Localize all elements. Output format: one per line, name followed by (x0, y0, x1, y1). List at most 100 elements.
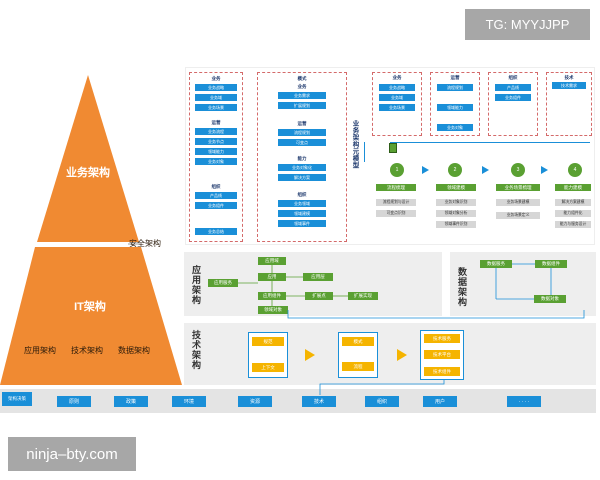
decision-item-more: · · · · (507, 396, 541, 407)
bm-col1-g2-title: 运营 (211, 120, 221, 125)
app-item-component: 应用组件 (258, 292, 286, 300)
data-item-service: 数据服务 (480, 260, 512, 268)
bm-step-arrow-2 (482, 166, 489, 174)
bm-step-green-4: 能力建模 (555, 184, 591, 191)
bm-right-g4-item: 技术需求 (552, 82, 586, 89)
bm-col2-g2-item: 流程规划 (278, 129, 326, 136)
bm-col2-g1-title: 模式 (297, 76, 307, 81)
bm-col1-g2-item: 业务节点 (195, 138, 237, 145)
decision-item-principle: 原则 (57, 396, 91, 407)
app-item-extension-impl: 扩展实现 (348, 292, 378, 300)
business-model-title: 业务架构元模型 (351, 120, 358, 169)
data-arch-connectors (495, 263, 552, 300)
bm-step-circle-1: 1 (390, 163, 404, 177)
pyramid-bottom-label-data: 数据架构 (118, 346, 150, 355)
decision-item-environment: 环境 (172, 396, 206, 407)
bm-col2-g1-item: 业务需求 (278, 92, 326, 99)
bm-col2-g4-item: 领域建模 (278, 210, 326, 217)
decision-bar (0, 389, 596, 413)
decision-item-user: 用户 (423, 396, 457, 407)
app-item-domain: 应用域 (258, 257, 286, 265)
bm-step4-detail: 解决方案建模 (555, 199, 591, 206)
bm-step2-detail: 业务对象识别 (436, 199, 476, 206)
bm-step4-detail: 能力与服务设计 (555, 221, 591, 228)
tech-item-service: 技术服务 (424, 334, 460, 343)
bm-step-green-2: 领域建模 (436, 184, 476, 191)
decision-item-resource: 资源 (238, 396, 272, 407)
data-item-component: 数据组件 (535, 260, 567, 268)
bm-col1-g2-item: 业务流程 (195, 128, 237, 135)
bm-right-g2-item: 领域能力 (437, 104, 473, 111)
bm-col1-frame (189, 72, 243, 242)
bm-col2-g2-item: 可变点 (278, 139, 326, 146)
bm-col1-g2-item: 领域能力 (195, 148, 237, 155)
bm-step-arrow-3 (541, 166, 548, 174)
bm-col1-g1-title: 业务 (211, 76, 221, 81)
pyramid-mid-label: IT架构 (74, 301, 106, 313)
bm-step-arrow-1 (422, 166, 429, 174)
bm-step-circle-3: 3 (511, 163, 525, 177)
bm-col1-g1-item: 业务场景 (195, 104, 237, 111)
bm-right-g1-item: 业务战略 (379, 84, 415, 91)
pyramid-bottom-label-app: 应用架构 (24, 346, 56, 355)
bm-step-circle-4: 4 (568, 163, 582, 177)
data-item-object: 数据对象 (534, 295, 566, 303)
decision-item-technology: 技术 (302, 396, 336, 407)
bm-col2-g4-item: 领域事件 (278, 220, 326, 227)
data-arch-panel (450, 252, 596, 316)
decision-item-policy: 政策 (114, 396, 148, 407)
bm-col1-g3-item: 业务总结 (195, 228, 237, 235)
bm-right-group-2 (430, 72, 480, 136)
bm-col2-g2-title: 运营 (297, 121, 307, 126)
tech-item-standard: 规范 (252, 337, 284, 346)
bm-col2-g4-item: 业务领域 (278, 200, 326, 207)
bm-col1-g1-item: 业务域 (195, 94, 237, 101)
cross-connector-line (287, 310, 585, 319)
pyramid-top-label: 业务架构 (66, 167, 110, 179)
app-arch-connectors (238, 265, 348, 306)
app-item-layer: 应用层 (303, 273, 333, 281)
bm-step3-detail: 业务场景定义 (496, 212, 540, 219)
watermark-bottom: ninja–bty.com (8, 437, 136, 471)
app-item-domain-object: 领域对象 (258, 306, 288, 314)
bm-right-g3-item: 产品线 (495, 84, 531, 91)
app-item-service: 应用服务 (208, 279, 238, 287)
bm-step3-detail: 业务场景建模 (496, 199, 540, 206)
tech-item-component: 技术组件 (424, 367, 460, 376)
tech-item-process: 流程 (342, 362, 374, 371)
bm-col2-g3-item: 业务对象化 (278, 164, 326, 171)
bm-col2-frame (257, 72, 347, 242)
bm-right-group-3 (488, 72, 538, 136)
app-item-extension-point: 扩展点 (305, 292, 333, 300)
cross-connector (287, 310, 585, 319)
app-item-app: 应用 (258, 273, 286, 281)
decision-item-organization: 组织 (365, 396, 399, 407)
bm-right-g1-title: 业务 (392, 75, 402, 80)
bm-step-green-3: 业务场景梳理 (496, 184, 540, 191)
tech-arrow-1 (305, 349, 315, 361)
decision-connector-line (319, 380, 445, 395)
bm-right-g2-item: 流程规划 (437, 84, 473, 91)
decision-bar-label: 架构决策 (2, 392, 32, 406)
bm-flow-node (389, 143, 397, 153)
bm-right-g3-item: 业务组件 (495, 94, 531, 101)
bm-step1-detail: 流程规划与设计 (376, 199, 416, 206)
bm-col2-g3-title: 能力 (297, 156, 307, 161)
pyramid-bottom-label-tech: 技术架构 (71, 346, 103, 355)
bm-col2-g3-item: 解决方案 (278, 174, 326, 181)
bm-col2-g4-title: 组织 (297, 192, 307, 197)
bm-right-group-1 (372, 72, 422, 136)
bm-flow-line (364, 142, 365, 162)
bm-right-g1-item: 业务场景 (379, 104, 415, 111)
pyramid-bottom-segment (0, 247, 182, 385)
app-arch-label: 应用架构 (191, 265, 201, 305)
bm-col1-g3-item: 业务组件 (195, 202, 237, 209)
bm-step-green-1: 流程梳理 (376, 184, 416, 191)
tech-item-pattern: 模式 (342, 337, 374, 346)
bm-col1-g2-item: 业务对象 (195, 158, 237, 165)
pyramid-top-segment (37, 75, 139, 242)
bm-flow-connector (390, 142, 590, 143)
bm-col1-g3-title: 组织 (211, 184, 221, 189)
bm-step4-detail: 能力组件化 (555, 210, 591, 217)
bm-step-circle-2: 2 (448, 163, 462, 177)
